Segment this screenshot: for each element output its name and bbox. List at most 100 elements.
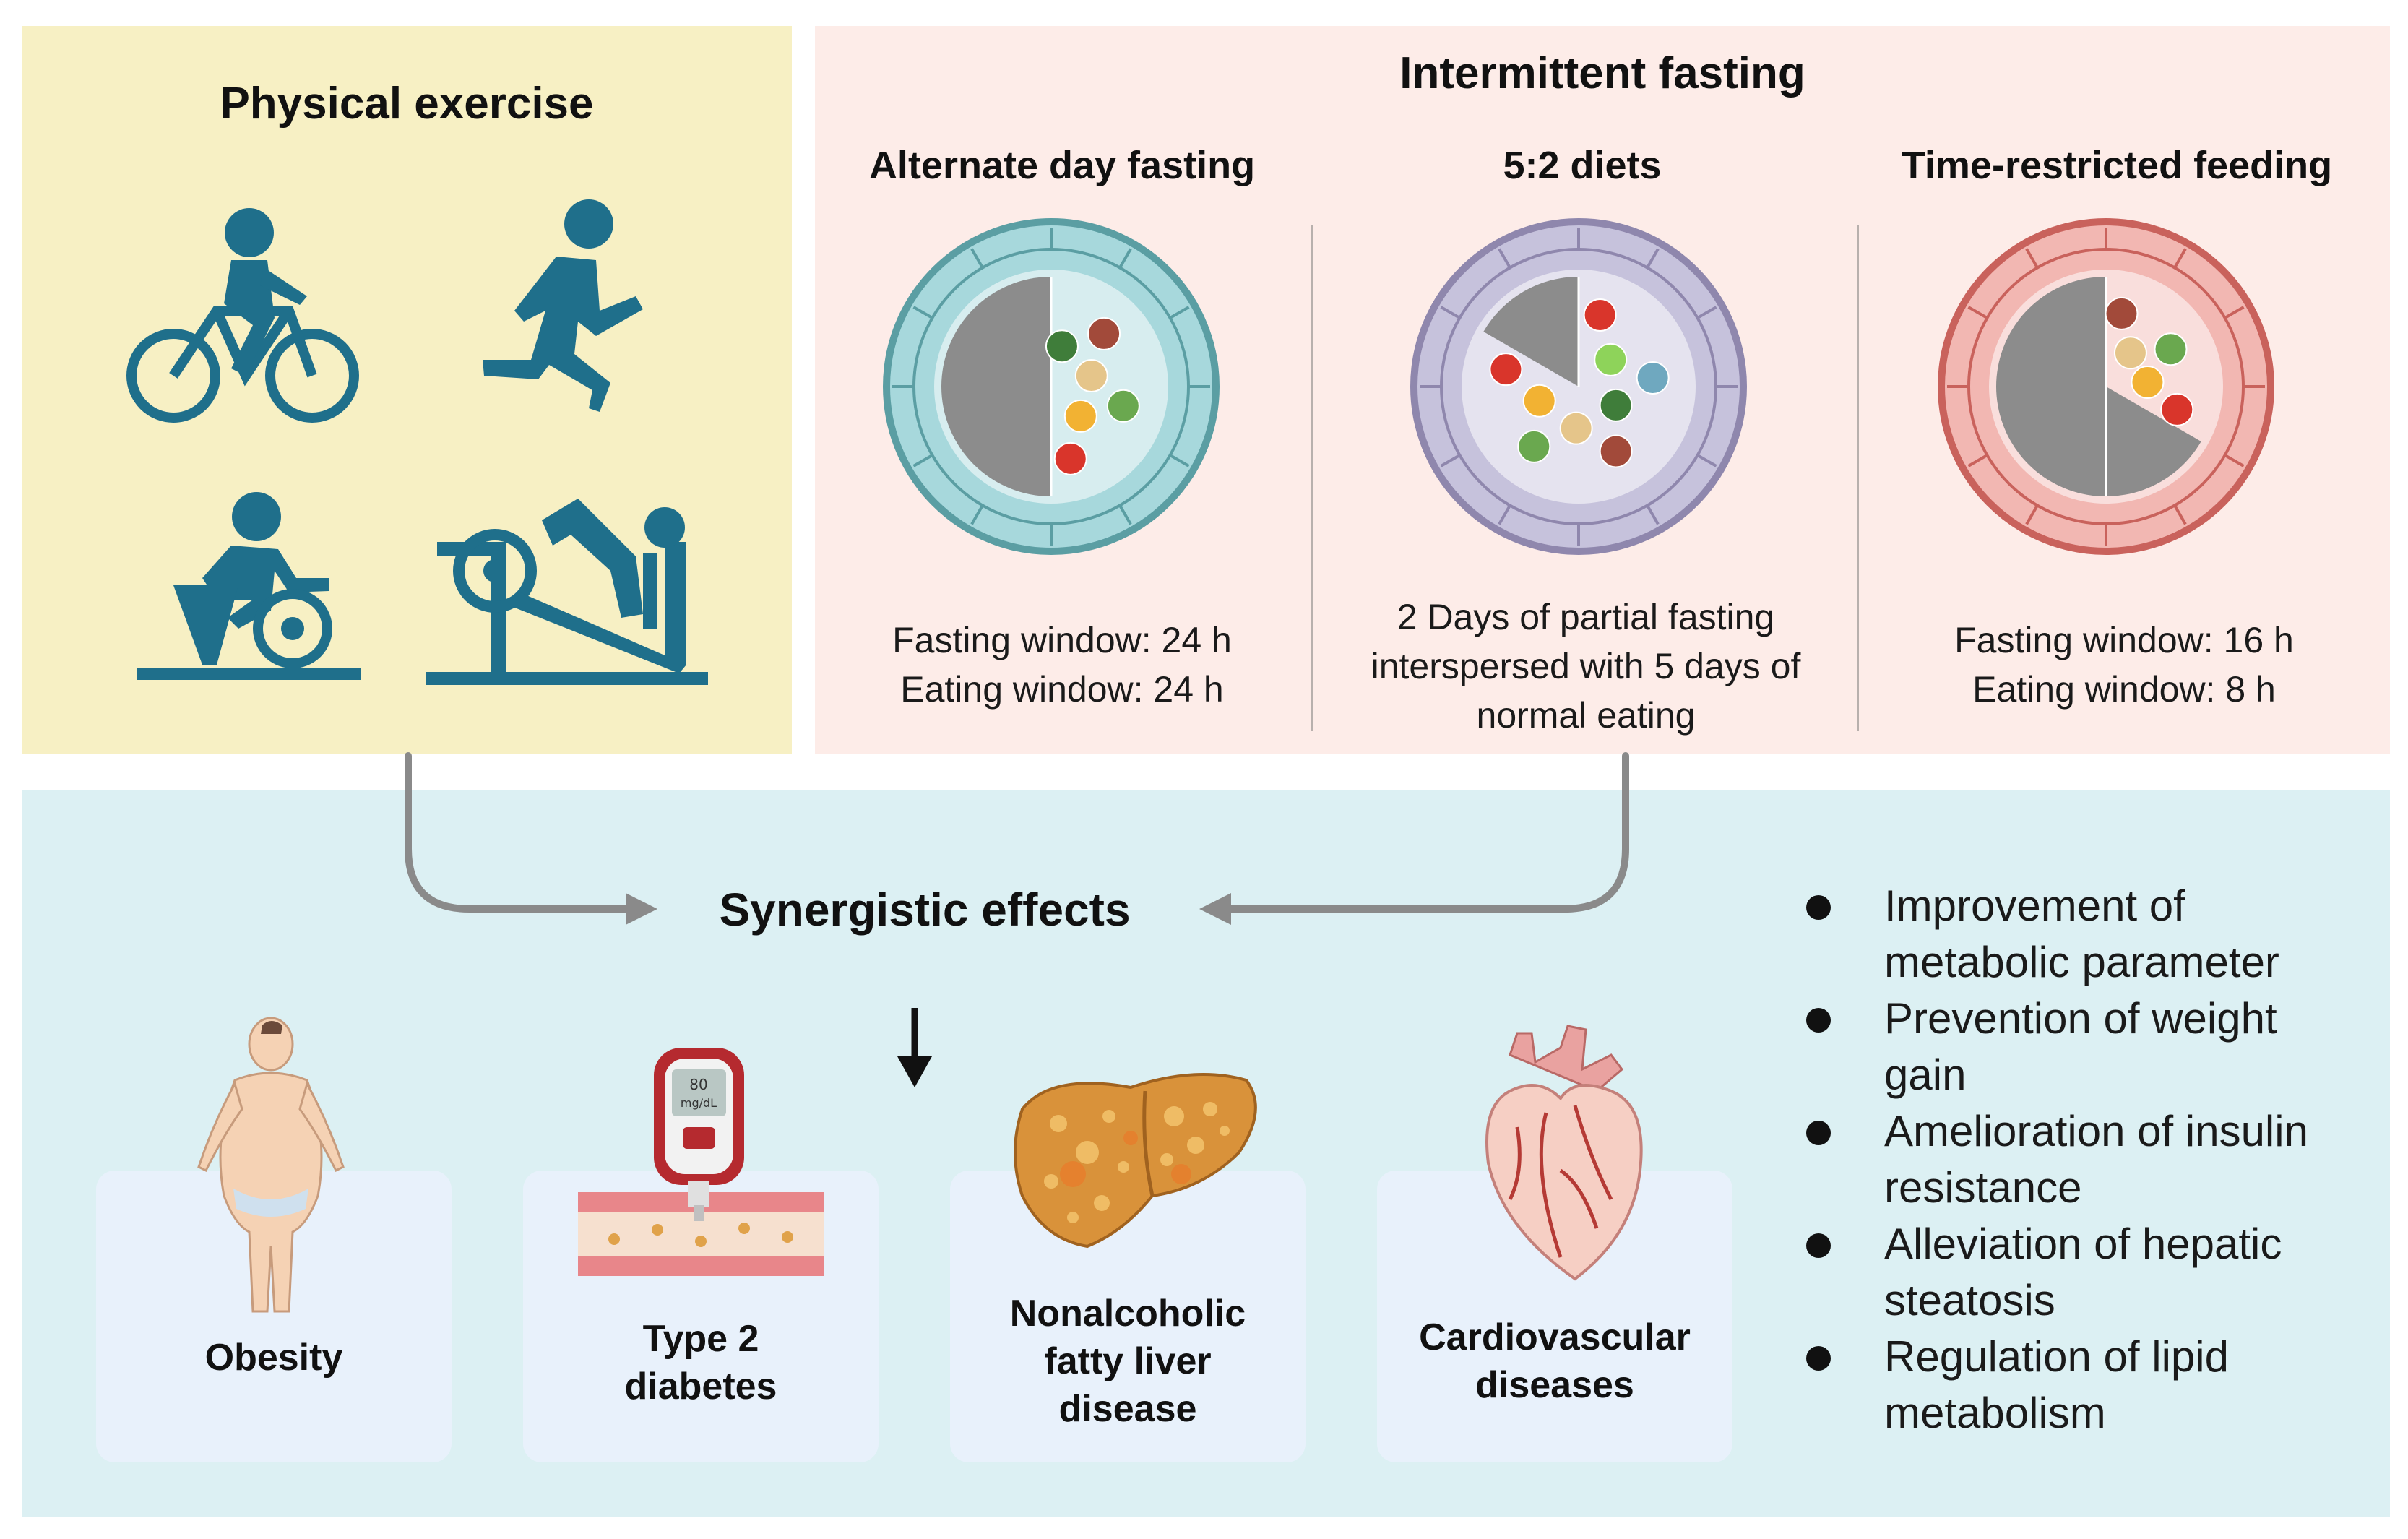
benefit-line: resistance [1884,1163,2082,1212]
benefit-item: Prevention of weight gain [1806,991,2399,1103]
synergistic-effects-title: Synergistic effects [719,884,1131,936]
meter-reading-unit: mg/dL [681,1096,717,1110]
benefit-line: Regulation of lipid [1884,1332,2229,1381]
clock-tick [1967,306,1988,319]
fatty-liver-icon [1014,1073,1257,1249]
benefit-item: Amelioration of insulin resistance [1806,1103,2399,1216]
glucose-meter-icon: 80 mg/dL [578,1048,824,1276]
description-line: normal eating [1476,695,1696,736]
disease-label-nafld: Nonalcoholic fatty liver disease [950,1290,1306,1433]
disease-label-line: diabetes [624,1366,777,1407]
obese-person-icon [197,1017,345,1313]
food-item-icon [2160,392,2194,426]
benefit-line: Prevention of weight [1884,994,2277,1043]
time-restricted-feeding-clock-icon [1938,218,2274,555]
food-item-icon [2131,365,2165,399]
heart-icon [1485,1025,1643,1281]
benefit-line: Improvement of [1884,881,2185,930]
food-item-icon [1583,298,1617,332]
food-item-icon [1053,441,1087,475]
benefit-item: Improvement of metabolic parameter [1806,878,2399,991]
clock-tick [2173,504,2187,525]
food-item-icon [2105,296,2139,330]
disease-label-line: fatty liver [1044,1340,1212,1382]
clock-tick [1498,248,1511,269]
food-item-icon [1517,429,1551,463]
benefit-item: Alleviation of hepatic steatosis [1806,1216,2399,1329]
meter-reading-value: 80 [689,1076,707,1093]
food-item-icon [1636,361,1670,395]
method-divider [1857,225,1859,731]
clock-tick [2224,454,2245,467]
benefit-line: metabolic parameter [1884,938,2279,986]
benefit-line: Amelioration of insulin [1884,1107,2308,1155]
exercise-title: Physical exercise [220,79,594,129]
fasting-sector [1996,277,2201,496]
description-line: Eating window: 24 h [900,669,1224,710]
alternate-day-fasting-clock-icon [883,218,1220,555]
food-item-icon [1087,316,1121,350]
clock-tick [2173,248,2187,269]
disease-label-line: disease [1058,1388,1197,1430]
fasting-title: Intermittent fasting [1399,48,1805,98]
description-line: Fasting window: 24 h [892,620,1232,660]
benefit-item: Regulation of lipid metabolism [1806,1329,2399,1441]
disease-label-cardiovascular: Cardiovascular diseases [1377,1314,1732,1409]
five-two-diet-clock-icon [1410,218,1747,555]
food-item-icon [1489,353,1523,387]
fasting-sector [1483,277,1579,387]
benefit-line: Alleviation of hepatic [1884,1220,2282,1268]
disease-label-obesity: Obesity [96,1334,452,1381]
five-two-description: 2 Days of partial fasting interspersed w… [1322,592,1850,740]
description-line: interspersed with 5 days of [1371,646,1801,686]
food-item-icon [1045,329,1079,363]
disease-label-line: Type 2 [642,1318,759,1360]
food-item-icon [2154,332,2188,366]
clock-tick [970,248,984,269]
disease-label-line: diseases [1475,1364,1634,1406]
arrow-head-left [1199,893,1231,925]
time-restricted-description: Fasting window: 16 h Eating window: 8 h [1871,616,2377,714]
description-line: Fasting window: 16 h [1954,620,2294,660]
running-icon [483,199,643,412]
food-item-icon [1599,434,1633,468]
food-item-icon [1106,389,1140,423]
clock-tick [2025,248,2039,269]
method-title-alternate-day: Alternate day fasting [868,144,1256,187]
clock-tick [2025,504,2039,525]
cycling-icon [126,208,359,423]
clock-tick [1646,248,1660,269]
description-line: 2 Days of partial fasting [1397,597,1775,637]
clock-tick [970,504,984,525]
clock-tick [1967,454,1988,467]
clock-tick [2224,306,2245,319]
disease-label-line: Obesity [204,1337,343,1379]
clock-tick [1169,454,1190,467]
clock-tick [1696,454,1717,467]
benefits-list: Improvement of metabolic parameter Preve… [1806,878,2399,1441]
disease-label-line: Cardiovascular [1419,1316,1691,1358]
alternate-day-description: Fasting window: 24 h Eating window: 24 h [824,616,1300,714]
food-item-icon [1063,399,1097,433]
disease-label-diabetes: Type 2 diabetes [523,1315,879,1410]
clock-tick [1118,504,1132,525]
food-item-icon [2113,336,2147,370]
disease-label-line: Nonalcoholic [1009,1293,1246,1335]
clock-tick [1696,306,1717,319]
benefit-line: gain [1884,1051,1967,1099]
food-item-icon [1522,384,1556,418]
description-line: Eating window: 8 h [1972,669,2276,710]
bullet-dot [1806,1008,1831,1033]
method-title-5-2: 5:2 diets [1503,144,1662,187]
clock-tick [1118,248,1132,269]
bullet-dot [1806,895,1831,920]
food-item-icon [1599,388,1633,422]
fasting-sector [941,277,1051,496]
food-item-icon [1594,342,1628,376]
food-item-icon [1559,411,1593,445]
stationary-bike-icon [137,492,361,680]
bullet-dot [1806,1233,1831,1258]
clock-tick [1440,306,1461,319]
bullet-dot [1806,1346,1831,1371]
